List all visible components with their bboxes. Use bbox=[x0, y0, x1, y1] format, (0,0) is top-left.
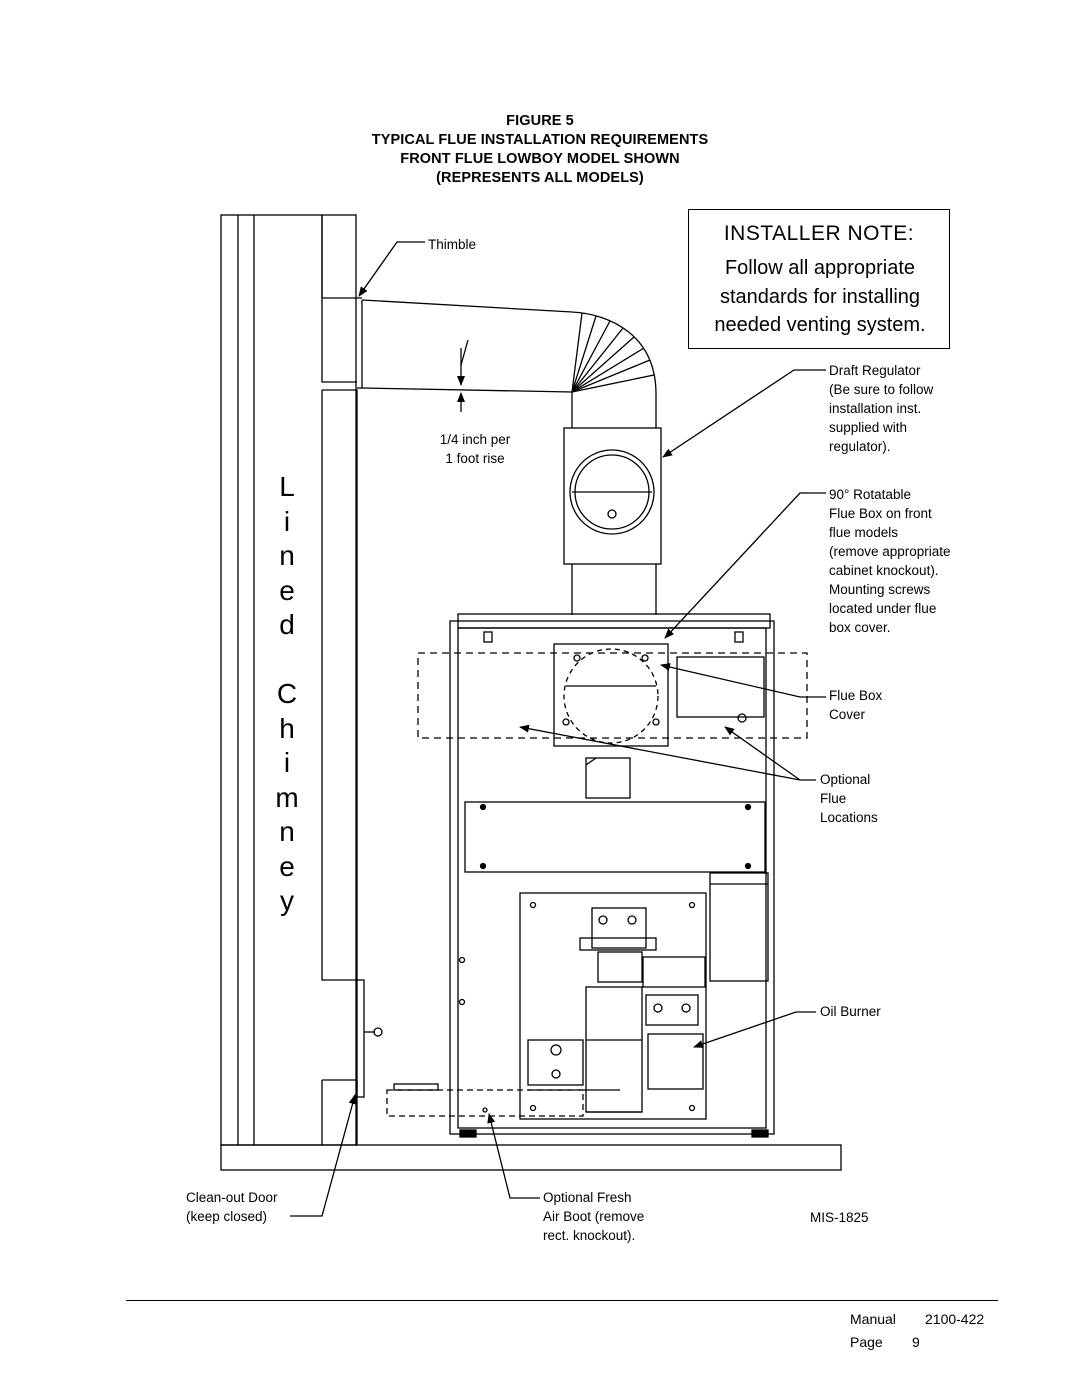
figure-title-block: FIGURE 5 TYPICAL FLUE INSTALLATION REQUI… bbox=[0, 112, 1080, 188]
cleanout-door-label: Clean-out Door (keep closed) bbox=[186, 1190, 278, 1224]
oil-burner-label: Oil Burner bbox=[820, 1004, 881, 1019]
lined-chimney-label: L i n e d C h i m n e y bbox=[272, 470, 302, 919]
chimney-letter: i bbox=[283, 747, 291, 778]
figure-number: FIGURE 5 bbox=[506, 113, 574, 129]
thimble-label: Thimble bbox=[428, 237, 477, 252]
chimney-letter: L bbox=[279, 471, 295, 502]
manual-label: Manual bbox=[850, 1311, 896, 1327]
figure-title-line3: (REPRESENTS ALL MODELS) bbox=[436, 170, 644, 186]
installer-note-body: Follow all appropriate standards for ins… bbox=[714, 257, 926, 336]
chimney-letter: C bbox=[276, 678, 298, 709]
drawing-id: MIS-1825 bbox=[810, 1210, 869, 1225]
fresh-air-boot-label: Optional Fresh Air Boot (remove rect. kn… bbox=[543, 1190, 645, 1243]
page-label: Page bbox=[850, 1334, 883, 1350]
furnace-cabinet bbox=[386, 613, 808, 1138]
figure-title-line1: TYPICAL FLUE INSTALLATION REQUIREMENTS bbox=[371, 132, 709, 148]
installer-note-title: INSTALLER NOTE: bbox=[723, 222, 915, 245]
chimney-letter: h bbox=[279, 712, 295, 744]
chimney-letter: e bbox=[279, 850, 295, 882]
chimney-letter: n bbox=[279, 816, 295, 847]
chimney-letter bbox=[272, 643, 302, 678]
chimney-letter: n bbox=[279, 540, 295, 571]
chimney-letter: i bbox=[283, 505, 291, 537]
draft-regulator-label: Draft Regulator (Be sure to follow insta… bbox=[829, 363, 934, 454]
floor-base bbox=[220, 1144, 842, 1171]
figure-title-line2: FRONT FLUE LOWBOY MODEL SHOWN bbox=[400, 151, 680, 167]
chimney-letter: e bbox=[279, 574, 295, 606]
cleanout-door bbox=[356, 979, 383, 1098]
flue-pipe bbox=[357, 297, 657, 428]
chimney-letter: d bbox=[279, 609, 295, 640]
chimney-letter: y bbox=[280, 885, 294, 916]
footer-rule bbox=[126, 1300, 998, 1301]
rise-label: 1/4 inch per 1 foot rise bbox=[439, 432, 511, 466]
chimney-letter: m bbox=[275, 781, 299, 813]
optional-flue-label: Optional Flue Locations bbox=[820, 772, 878, 825]
leader-lines bbox=[290, 241, 826, 1217]
flue-box-label: 90° Rotatable Flue Box on front flue mod… bbox=[829, 487, 951, 635]
rise-indicator bbox=[457, 339, 469, 412]
installer-note-box: INSTALLER NOTE: Follow all appropriate s… bbox=[688, 209, 950, 349]
flue-box-cover-label: Flue Box Cover bbox=[829, 688, 883, 722]
manual-number: 2100-422 bbox=[925, 1311, 985, 1327]
draft-regulator bbox=[563, 427, 662, 615]
chimney-wall bbox=[220, 214, 358, 1146]
page-number: 9 bbox=[912, 1334, 920, 1350]
